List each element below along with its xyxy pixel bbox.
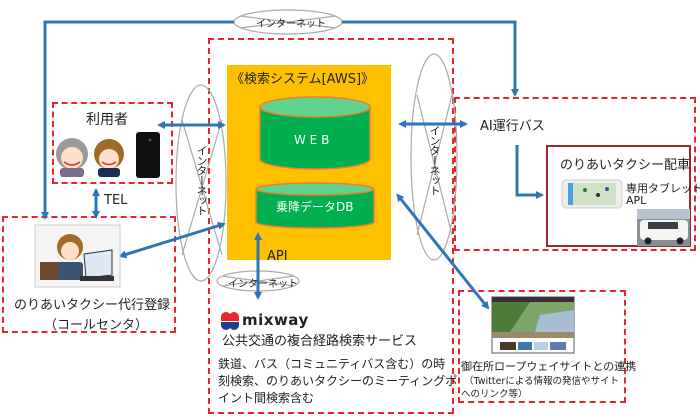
top-internet-connector	[41, 20, 519, 220]
ai-bus-outline	[454, 97, 696, 251]
mixway-logo-icon	[221, 312, 239, 330]
mixway-logo-text: mixway	[242, 311, 309, 329]
ropeway-outline	[458, 290, 626, 403]
tablet-label-line1: 専用タブレット	[626, 182, 700, 195]
web-server-cylinder	[259, 96, 371, 170]
call-center-subtitle: （コールセンタ）	[44, 318, 149, 333]
taxi-photo	[637, 209, 690, 246]
user-group-outline	[52, 102, 173, 184]
mixway-desc-line3: イント間検索含む	[218, 391, 315, 405]
internet-label-left: インターネット	[195, 145, 208, 215]
elderly-user-icon	[56, 138, 88, 177]
ropeway-desc-line2: へのリンク等）	[461, 389, 528, 400]
young-user-icon	[94, 139, 124, 177]
mixway-desc-line1: 鉄道、バス（コミュニティバス含む）の時	[218, 357, 446, 371]
internet-label-right: インターネット	[428, 125, 441, 195]
call-center-operator-image	[34, 224, 121, 288]
smartphone-icon	[136, 132, 160, 178]
user-title: 利用者	[86, 112, 128, 128]
mixway-desc-line2: 刻検索、のりあいタクシーのミーティングポ	[218, 374, 458, 388]
ropeway-desc-line1: （Twitterによる情報の発信やサイト	[464, 376, 620, 387]
db-label: 乗降データDB	[276, 200, 354, 214]
internet-label-top: インターネット	[256, 19, 326, 30]
call-center-title: のりあいタクシー代行登録	[14, 298, 171, 313]
mixway-service-title: 公共交通の複合経路検索サービス	[222, 334, 418, 349]
arrow-aibus-taxi	[515, 145, 544, 199]
tablet-label-line2: APL	[626, 194, 647, 207]
internet-label-api: インターネット	[228, 279, 298, 290]
taxi-dispatch-title: のりあいタクシー配車	[560, 158, 691, 173]
aws-title: 《検索システム[AWS]》	[231, 72, 375, 87]
db-cylinder	[255, 182, 375, 229]
tel-label: TEL	[104, 193, 128, 208]
api-label: API	[267, 249, 288, 264]
web-server-label: W E B	[294, 133, 330, 147]
ropeway-title: 御在所ロープウェイサイトとの連携	[461, 360, 637, 373]
arrow-callcenter-aws	[118, 221, 226, 259]
tablet-app-image	[561, 179, 623, 209]
ai-bus-title: AI運行バス	[480, 119, 545, 134]
arrow-aws-ropeway	[396, 193, 490, 310]
call-center-outline	[2, 216, 176, 333]
ropeway-site-screenshot	[491, 296, 575, 354]
